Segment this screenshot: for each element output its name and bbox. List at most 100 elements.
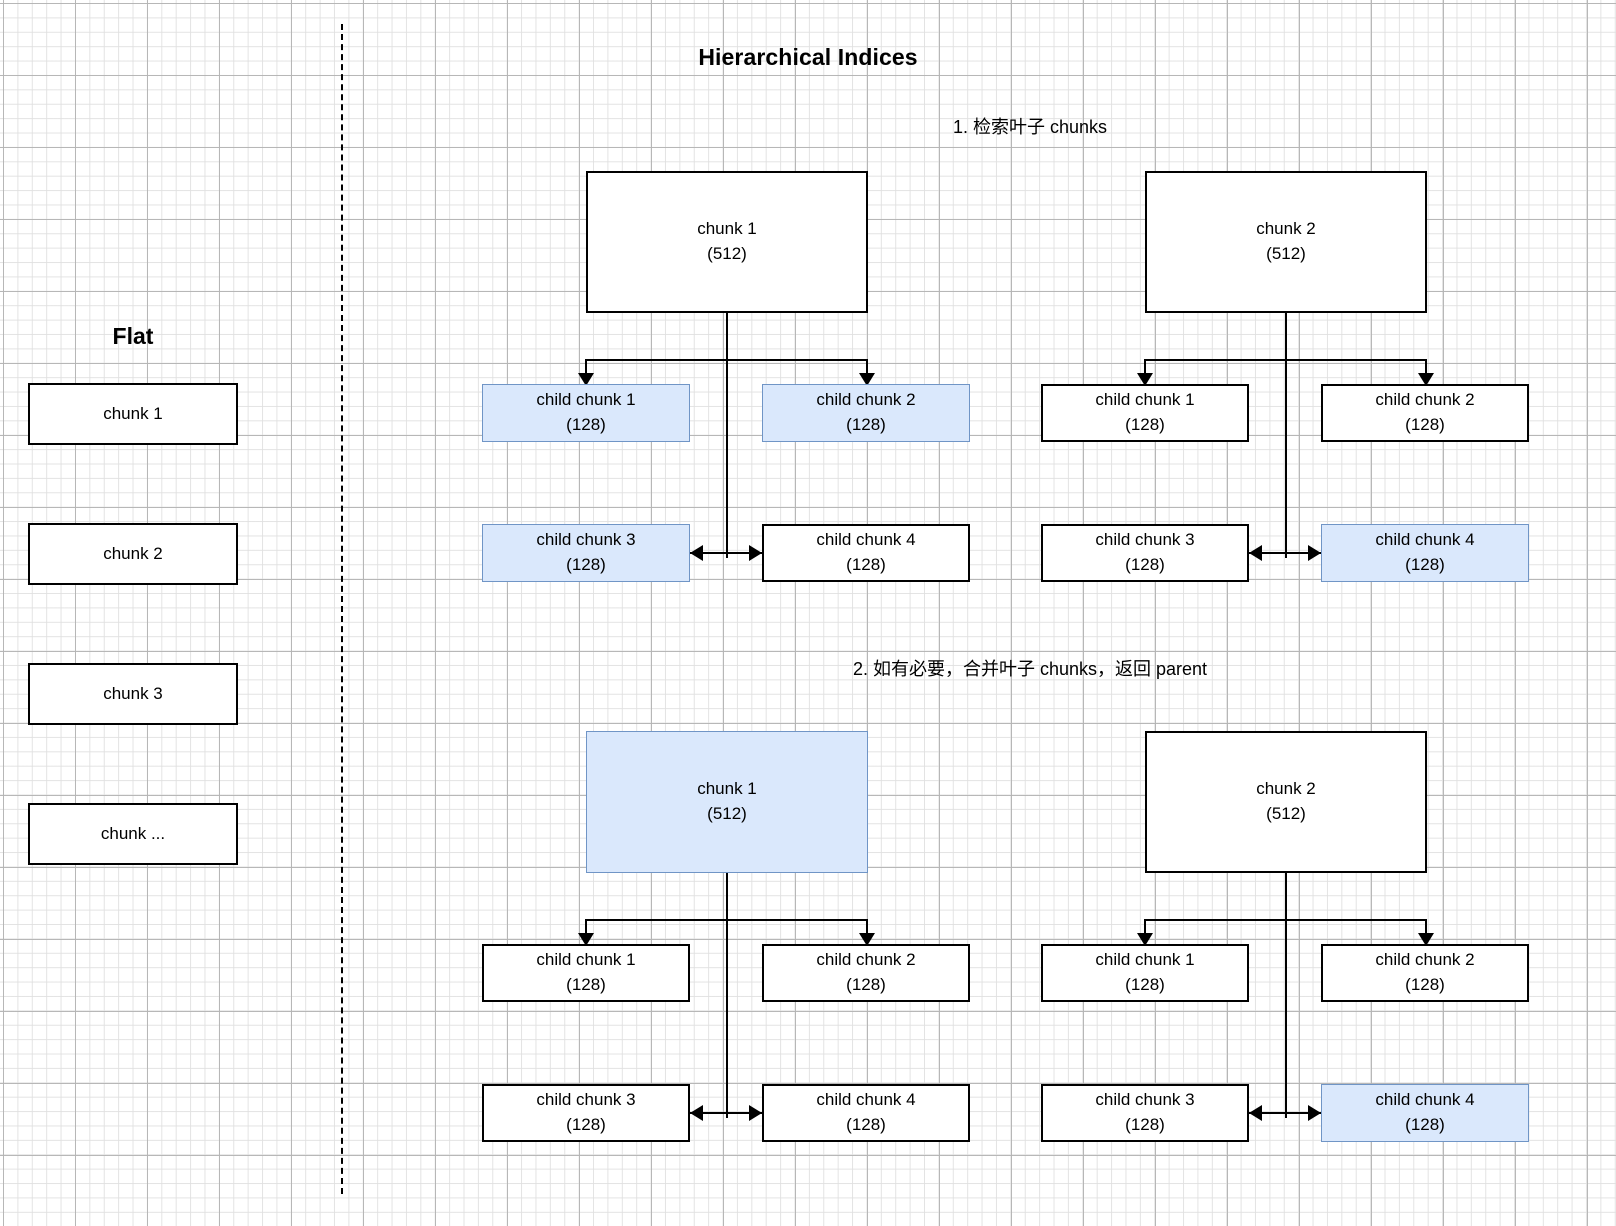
step2-right-child-chunk-1[interactable]: child chunk 1 (128) xyxy=(1041,944,1249,1002)
node-line-2: (128) xyxy=(1405,1115,1445,1134)
node-line-1: child chunk 4 xyxy=(1375,1090,1475,1110)
node-line-1: child chunk 1 xyxy=(536,950,636,970)
step1-right-child-chunk-2[interactable]: child chunk 2 (128) xyxy=(1321,384,1529,442)
step1-right-arrow-child-2-icon xyxy=(1418,373,1434,386)
step2-right-arrow-child-2-icon xyxy=(1418,933,1434,946)
node-line-2: (128) xyxy=(846,415,886,434)
node-line-2: (128) xyxy=(1405,975,1445,994)
step2-left-drop-left xyxy=(585,919,587,940)
flat-chunk-label-2: chunk 2 xyxy=(103,543,163,563)
step2-left-child-chunk-2[interactable]: child chunk 2 (128) xyxy=(762,944,970,1002)
step2-right-sibling-link xyxy=(1249,1112,1321,1114)
node-line-1: child chunk 2 xyxy=(816,950,916,970)
step1-left-child-chunk-2[interactable]: child chunk 2 (128) xyxy=(762,384,970,442)
node-line-1: chunk 2 xyxy=(1256,779,1316,799)
step2-left-sibling-arrow-left-icon xyxy=(690,1105,703,1121)
flat-chunk-box-1[interactable]: chunk 1 xyxy=(28,383,238,445)
node-line-2: (512) xyxy=(1266,804,1306,823)
node-line-2: (512) xyxy=(707,804,747,823)
step2-right-arrow-child-1-icon xyxy=(1137,933,1153,946)
node-line-1: child chunk 3 xyxy=(1095,530,1195,550)
node-line-1: child chunk 2 xyxy=(816,390,916,410)
node-line-2: (128) xyxy=(1125,1115,1165,1134)
step2-left-child-chunk-4[interactable]: child chunk 4 (128) xyxy=(762,1084,970,1142)
step2-left-arrow-child-1-icon xyxy=(578,933,594,946)
step2-left-branch-bar xyxy=(586,919,868,921)
step1-right-trunk xyxy=(1285,313,1287,558)
node-line-1: child chunk 3 xyxy=(1095,1090,1195,1110)
step2-right-child-chunk-3[interactable]: child chunk 3 (128) xyxy=(1041,1084,1249,1142)
step2-right-parent-chunk-2[interactable]: chunk 2 (512) xyxy=(1145,731,1427,873)
node-line-2: (512) xyxy=(707,244,747,263)
node-line-1: chunk 1 xyxy=(697,219,757,239)
step1-left-drop-right xyxy=(866,359,868,380)
step1-left-child-chunk-4[interactable]: child chunk 4 (128) xyxy=(762,524,970,582)
flat-chunk-box-3[interactable]: chunk 3 xyxy=(28,663,238,725)
section-divider xyxy=(341,24,343,1194)
node-line-1: child chunk 4 xyxy=(816,530,916,550)
step1-right-sibling-link xyxy=(1249,552,1321,554)
step1-right-drop-right xyxy=(1425,359,1427,380)
node-line-2: (512) xyxy=(1266,244,1306,263)
flat-chunk-box-2[interactable]: chunk 2 xyxy=(28,523,238,585)
step2-left-sibling-link xyxy=(690,1112,762,1114)
step1-left-child-chunk-1[interactable]: child chunk 1 (128) xyxy=(482,384,690,442)
step1-left-sibling-arrow-left-icon xyxy=(690,545,703,561)
step2-right-trunk xyxy=(1285,873,1287,1118)
node-line-2: (128) xyxy=(566,975,606,994)
step2-right-drop-right xyxy=(1425,919,1427,940)
node-line-1: child chunk 2 xyxy=(1375,950,1475,970)
node-line-1: chunk 1 xyxy=(697,779,757,799)
step1-left-drop-left xyxy=(585,359,587,380)
step1-right-child-chunk-4[interactable]: child chunk 4 (128) xyxy=(1321,524,1529,582)
step1-left-branch-bar xyxy=(586,359,868,361)
step1-right-sibling-arrow-left-icon xyxy=(1249,545,1262,561)
step1-right-arrow-child-1-icon xyxy=(1137,373,1153,386)
node-line-2: (128) xyxy=(846,1115,886,1134)
node-line-2: (128) xyxy=(1125,555,1165,574)
step2-left-child-chunk-3[interactable]: child chunk 3 (128) xyxy=(482,1084,690,1142)
step2-right-child-chunk-4[interactable]: child chunk 4 (128) xyxy=(1321,1084,1529,1142)
node-line-2: (128) xyxy=(1405,555,1445,574)
step1-left-arrow-child-1-icon xyxy=(578,373,594,386)
step1-right-drop-left xyxy=(1144,359,1146,380)
step2-left-parent-chunk-1[interactable]: chunk 1 (512) xyxy=(586,731,868,873)
node-line-2: (128) xyxy=(1125,415,1165,434)
node-line-2: (128) xyxy=(846,975,886,994)
flat-chunk-label-3: chunk 3 xyxy=(103,683,163,703)
step1-right-child-chunk-1[interactable]: child chunk 1 (128) xyxy=(1041,384,1249,442)
node-line-1: child chunk 3 xyxy=(536,530,636,550)
step1-right-sibling-arrow-right-icon xyxy=(1308,545,1321,561)
node-line-2: (128) xyxy=(566,555,606,574)
node-line-1: child chunk 4 xyxy=(1375,530,1475,550)
step1-left-arrow-child-2-icon xyxy=(859,373,875,386)
flat-chunk-box-4[interactable]: chunk ... xyxy=(28,803,238,865)
step2-left-arrow-child-2-icon xyxy=(859,933,875,946)
step2-right-branch-bar xyxy=(1145,919,1427,921)
step1-right-parent-chunk-2[interactable]: chunk 2 (512) xyxy=(1145,171,1427,313)
node-line-2: (128) xyxy=(1405,415,1445,434)
step-2-label: 2. 如有必要，合并叶子 chunks，返回 parent xyxy=(852,659,1208,679)
node-line-1: child chunk 1 xyxy=(1095,390,1195,410)
step1-left-trunk xyxy=(726,313,728,558)
step2-right-sibling-arrow-right-icon xyxy=(1308,1105,1321,1121)
flat-chunk-label-4: chunk ... xyxy=(100,823,166,843)
node-line-1: chunk 2 xyxy=(1256,219,1316,239)
node-line-1: child chunk 1 xyxy=(1095,950,1195,970)
step1-right-branch-bar xyxy=(1145,359,1427,361)
node-line-1: child chunk 3 xyxy=(536,1090,636,1110)
step1-left-parent-chunk-1[interactable]: chunk 1 (512) xyxy=(586,171,868,313)
flat-chunk-label-1: chunk 1 xyxy=(103,403,163,423)
step1-right-child-chunk-3[interactable]: child chunk 3 (128) xyxy=(1041,524,1249,582)
step1-left-sibling-arrow-right-icon xyxy=(749,545,762,561)
step1-left-sibling-link xyxy=(690,552,762,554)
node-line-2: (128) xyxy=(1125,975,1165,994)
node-line-2: (128) xyxy=(846,555,886,574)
step2-right-child-chunk-2[interactable]: child chunk 2 (128) xyxy=(1321,944,1529,1002)
step2-left-trunk xyxy=(726,873,728,1118)
flat-section-heading: Flat xyxy=(112,323,154,349)
step2-left-child-chunk-1[interactable]: child chunk 1 (128) xyxy=(482,944,690,1002)
step1-left-child-chunk-3[interactable]: child chunk 3 (128) xyxy=(482,524,690,582)
step2-right-sibling-arrow-left-icon xyxy=(1249,1105,1262,1121)
